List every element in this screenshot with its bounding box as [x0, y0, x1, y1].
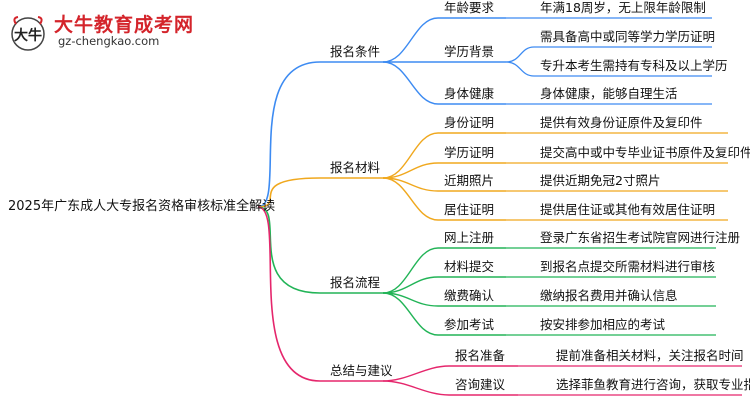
child-label: 学历背景	[444, 44, 495, 59]
detail-text: 提供居住证或其他有效居住证明	[540, 202, 716, 217]
detail-text: 年满18周岁，无上限年龄限制	[540, 0, 706, 15]
child-connector	[382, 17, 439, 63]
detail-text: 选择菲鱼教育进行咨询，获取专业指导	[556, 377, 750, 392]
child-label: 居住证明	[444, 202, 495, 217]
child-connector	[382, 61, 439, 105]
child-label: 缴费确认	[444, 288, 495, 303]
child-connector	[382, 132, 439, 179]
branch-1-label: 报名条件	[330, 44, 381, 59]
branch-connector	[257, 206, 321, 382]
detail-text: 提供近期免冠2寸照片	[540, 173, 661, 188]
child-label: 近期照片	[444, 173, 495, 188]
branch-connector	[257, 61, 321, 208]
child-connector	[382, 365, 450, 382]
svg-text:大牛: 大牛	[14, 27, 42, 44]
child-label: 学历证明	[444, 145, 495, 160]
detail-text: 缴纳报名费用并确认信息	[540, 288, 678, 303]
child-label: 年龄要求	[444, 0, 495, 15]
child-connector	[382, 162, 439, 179]
child-connector	[382, 177, 439, 221]
logo-title: 大牛教育成考网	[54, 14, 195, 36]
child-label: 网上注册	[444, 230, 495, 245]
child-label: 报名准备	[455, 348, 506, 363]
child-label: 身份证明	[444, 115, 495, 130]
branch-2-label: 报名材料	[330, 160, 381, 175]
branch-4-label: 总结与建议	[330, 363, 393, 378]
detail-text: 到报名点提交所需材料进行审核	[540, 259, 716, 274]
branch-connector	[257, 177, 321, 208]
child-connector	[382, 276, 439, 294]
child-label: 材料提交	[444, 259, 495, 274]
root-topic: 2025年广东成人大专报名资格审核标准全解读	[8, 199, 276, 214]
detail-text: 登录广东省招生考试院官网进行注册	[540, 230, 741, 245]
child-label: 咨询建议	[455, 377, 506, 392]
detail-text: 提交高中或中专毕业证书原件及复印件	[540, 145, 750, 160]
branch-connector	[257, 206, 321, 294]
detail-text: 按安排参加相应的考试	[540, 317, 666, 332]
bull-logo-icon: 大牛	[11, 16, 45, 51]
child-connector	[382, 247, 439, 294]
branch-3-label: 报名流程	[330, 275, 381, 290]
detail-text: 提前准备相关材料，关注报名时间	[556, 348, 744, 363]
child-connector	[382, 292, 439, 336]
detail-connector	[505, 46, 535, 63]
logo-url: gz-chengkao.com	[58, 34, 160, 48]
child-label: 参加考试	[444, 317, 495, 332]
site-logo[interactable]: 大牛 大牛教育成考网 gz-chengkao.com	[6, 8, 196, 52]
detail-text: 身体健康，能够自理生活	[540, 86, 678, 101]
detail-text: 提供有效身份证原件及复印件	[540, 115, 703, 130]
child-label: 身体健康	[444, 86, 495, 101]
child-connector	[382, 380, 450, 396]
detail-text: 需具备高中或同等学力学历证明	[540, 29, 716, 44]
detail-connector	[505, 61, 535, 77]
detail-text: 专升本考生需持有专科及以上学历	[540, 58, 728, 73]
